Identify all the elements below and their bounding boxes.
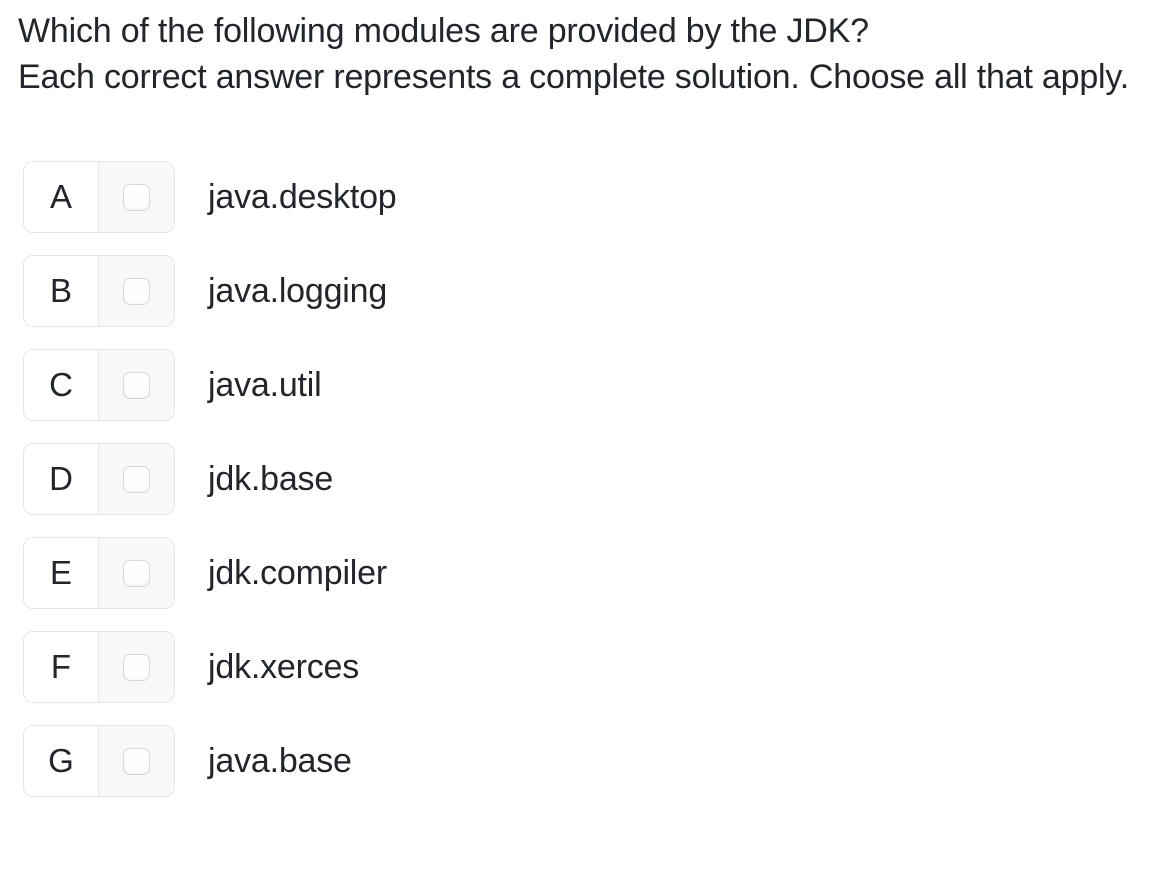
option-row[interactable]: C java.util <box>23 349 1156 421</box>
option-row[interactable]: G java.base <box>23 725 1156 797</box>
option-letter-label: E <box>49 554 72 591</box>
checkbox-icon[interactable] <box>123 277 150 305</box>
checkbox-icon[interactable] <box>123 747 150 775</box>
option-letter-label: D <box>49 460 73 497</box>
question-line-2: Each correct answer represents a complet… <box>18 58 1129 96</box>
option-label: java.desktop <box>208 177 397 216</box>
option-letter-cell: E <box>24 538 99 608</box>
option-checkbox-cell[interactable] <box>99 256 174 326</box>
question-text: Which of the following modules are provi… <box>18 8 1156 100</box>
option-label: jdk.base <box>208 459 334 498</box>
option-selector[interactable]: A <box>23 161 175 233</box>
option-letter-label: B <box>49 272 72 309</box>
option-letter-cell: C <box>24 350 99 420</box>
option-letter-label: G <box>48 742 74 779</box>
option-selector[interactable]: D <box>23 443 175 515</box>
option-selector[interactable]: G <box>23 725 175 797</box>
option-checkbox-cell[interactable] <box>99 350 174 420</box>
option-checkbox-cell[interactable] <box>99 632 174 702</box>
checkbox-icon[interactable] <box>123 653 150 681</box>
options-list: A java.desktop B java.logging C <box>23 161 1156 797</box>
option-row[interactable]: F jdk.xerces <box>23 631 1156 703</box>
option-selector[interactable]: B <box>23 255 175 327</box>
option-letter-cell: A <box>24 162 99 232</box>
option-row[interactable]: D jdk.base <box>23 443 1156 515</box>
option-label: java.base <box>208 741 352 780</box>
option-letter-cell: G <box>24 726 99 796</box>
checkbox-icon[interactable] <box>123 465 150 493</box>
question-line-1: Which of the following modules are provi… <box>18 12 869 50</box>
option-label: jdk.compiler <box>208 553 387 592</box>
checkbox-icon[interactable] <box>123 371 150 399</box>
option-letter-label: A <box>49 178 72 215</box>
option-checkbox-cell[interactable] <box>99 726 174 796</box>
option-selector[interactable]: E <box>23 537 175 609</box>
option-checkbox-cell[interactable] <box>99 162 174 232</box>
option-letter-cell: F <box>24 632 99 702</box>
option-row[interactable]: B java.logging <box>23 255 1156 327</box>
option-label: java.util <box>208 365 322 404</box>
checkbox-icon[interactable] <box>123 183 150 211</box>
option-letter-cell: B <box>24 256 99 326</box>
option-letter-label: F <box>50 648 72 685</box>
option-row[interactable]: A java.desktop <box>23 161 1156 233</box>
option-checkbox-cell[interactable] <box>99 444 174 514</box>
option-checkbox-cell[interactable] <box>99 538 174 608</box>
option-letter-cell: D <box>24 444 99 514</box>
option-selector[interactable]: F <box>23 631 175 703</box>
option-letter-label: C <box>49 366 73 403</box>
checkbox-icon[interactable] <box>123 559 150 587</box>
option-row[interactable]: E jdk.compiler <box>23 537 1156 609</box>
option-selector[interactable]: C <box>23 349 175 421</box>
option-label: jdk.xerces <box>208 647 360 686</box>
option-label: java.logging <box>208 271 388 310</box>
